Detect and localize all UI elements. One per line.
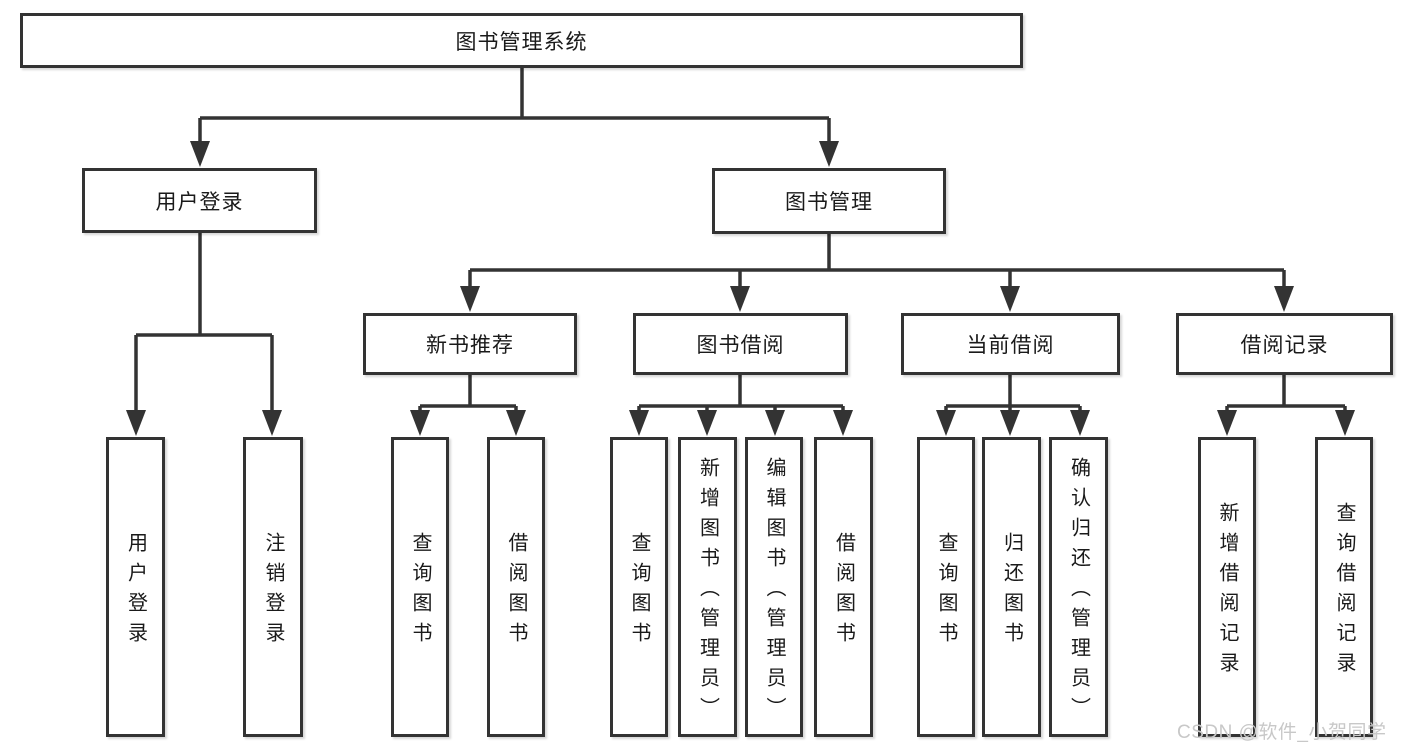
node-current-borrowing: 当前借阅 — [901, 313, 1120, 375]
node-label: 借阅图书 — [832, 532, 855, 652]
node-label: 用户登录 — [155, 190, 244, 214]
node-label: 编辑图书（管理员） — [763, 457, 785, 727]
node-leaf-return-books: 归还图书 — [982, 437, 1041, 737]
node-label: 当前借阅 — [966, 334, 1055, 357]
node-label: 借阅图书 — [505, 532, 527, 652]
node-label: 查询图书 — [628, 532, 650, 652]
node-label: 新书推荐 — [426, 334, 514, 357]
node-root-label: 图书管理系统 — [455, 30, 588, 54]
node-label: 图书管理 — [785, 191, 873, 214]
node-book-management-module: 图书管理 — [712, 168, 946, 234]
node-leaf-add-books-admin: 新增图书（管理员） — [678, 437, 737, 737]
node-leaf-query-borrow-record: 查询借阅记录 — [1315, 437, 1373, 737]
node-label: 用户登录 — [124, 532, 147, 652]
node-label: 确认归还（管理员） — [1067, 457, 1090, 727]
csdn-watermark: CSDN @软件_小贺同学 — [1177, 722, 1387, 743]
node-leaf-borrow-books-recommend: 借阅图书 — [487, 437, 545, 737]
node-label: 新增图书（管理员） — [696, 457, 719, 727]
node-borrowing-records: 借阅记录 — [1176, 313, 1393, 375]
node-root-system: 图书管理系统 — [20, 13, 1023, 68]
node-user-login-module: 用户登录 — [82, 168, 317, 233]
node-leaf-query-books-recommend: 查询图书 — [391, 437, 449, 737]
node-leaf-user-login: 用户登录 — [106, 437, 165, 737]
node-label: 新增借阅记录 — [1216, 502, 1238, 682]
node-label: 归还图书 — [1000, 532, 1023, 652]
node-new-book-recommend: 新书推荐 — [363, 313, 577, 375]
node-leaf-query-books-current: 查询图书 — [917, 437, 975, 737]
node-label: 查询图书 — [409, 532, 431, 652]
node-book-borrowing: 图书借阅 — [633, 313, 848, 375]
node-leaf-logout: 注销登录 — [243, 437, 303, 737]
node-leaf-borrow-books-borrowing: 借阅图书 — [814, 437, 873, 737]
node-leaf-query-books-borrowing: 查询图书 — [610, 437, 668, 737]
node-label: 查询借阅记录 — [1333, 502, 1355, 682]
node-leaf-edit-books-admin: 编辑图书（管理员） — [745, 437, 803, 737]
arrowheads — [126, 141, 1355, 436]
node-label: 查询图书 — [935, 532, 957, 652]
node-label: 图书借阅 — [696, 334, 785, 357]
node-leaf-add-borrow-record: 新增借阅记录 — [1198, 437, 1256, 737]
node-label: 注销登录 — [262, 532, 284, 652]
node-leaf-confirm-return-admin: 确认归还（管理员） — [1049, 437, 1108, 737]
node-label: 借阅记录 — [1240, 334, 1329, 357]
